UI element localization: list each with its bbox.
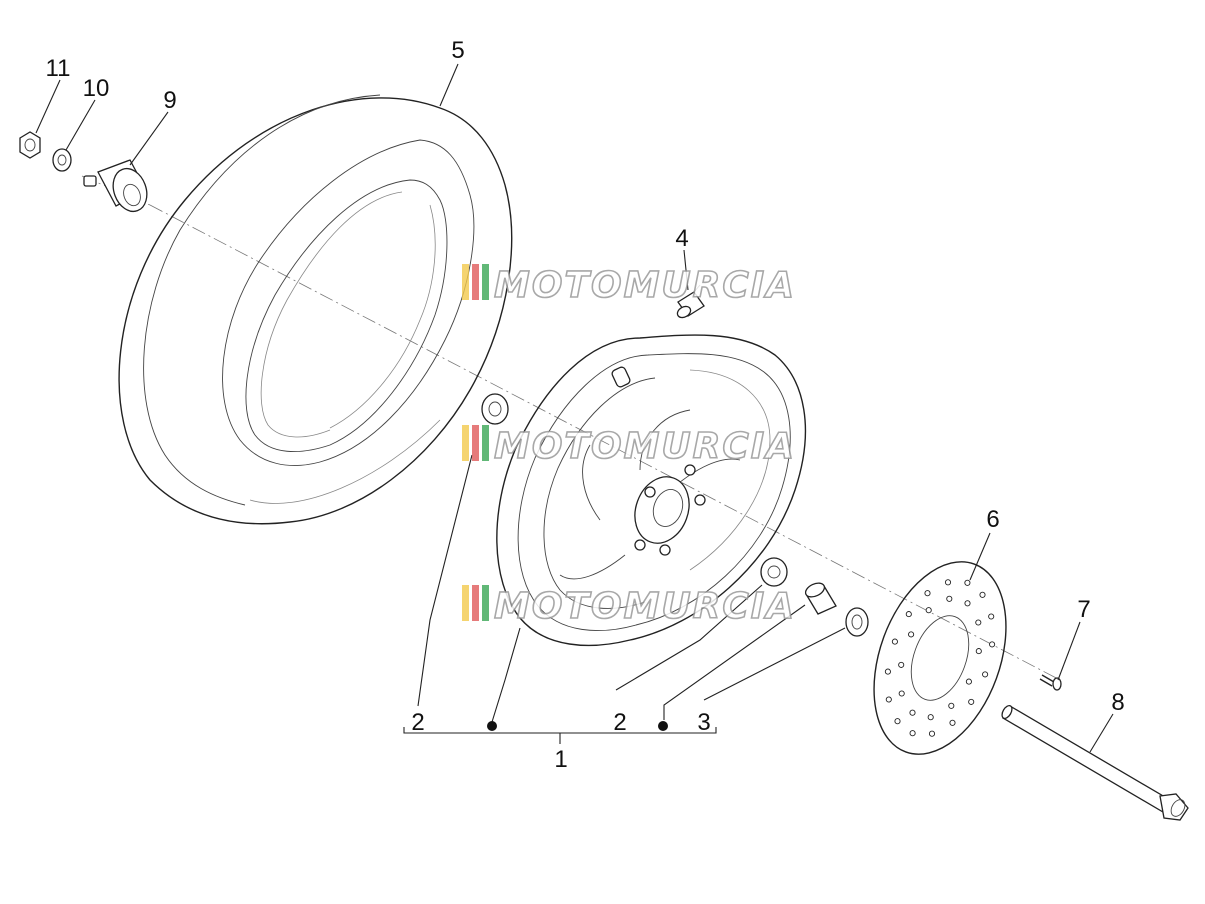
watermark-text: MOTOMURCIA [494,426,796,467]
disc-hole [925,607,932,614]
disc-hole [884,668,891,675]
axle-nut [19,131,41,159]
watermark-stripe-1 [462,425,469,461]
disc-hole [949,719,956,726]
bullet-dot-left [487,721,497,731]
disc-hole [908,631,915,638]
leader-lines [35,63,1114,753]
disc-hole [989,641,996,648]
callout-3: 3 [697,709,710,736]
wheel-axle [1001,704,1189,821]
callout-5: 5 [451,37,464,64]
seal-ring [845,607,869,637]
bearing-left [481,393,509,425]
disc-screw [1039,674,1062,691]
disc-hole [928,730,936,737]
watermark-stripe-1 [462,585,469,621]
disc-hole [927,714,934,721]
callout-9: 9 [163,87,176,114]
watermark-stripe-2 [472,425,479,461]
watermark-stripe-3 [482,585,489,621]
disc-hole [885,696,892,703]
watermark-stripe-2 [472,585,479,621]
watermark-top: MOTOMURCIA [462,264,796,307]
disc-hole [964,600,971,607]
callout-1: 1 [554,746,567,773]
watermark-stripe-3 [482,425,489,461]
callout-11: 11 [46,55,71,82]
disc-hole [894,718,901,725]
disc-hole [898,690,905,697]
callout-4: 4 [675,225,688,252]
disc-hole [964,579,971,586]
watermark-bottom: MOTOMURCIA [462,585,796,628]
disc-hole [891,638,898,645]
disc-holes [884,579,996,737]
disc-hole [975,619,982,626]
washer [52,148,72,172]
disc-hole [965,678,972,685]
watermark-stripe-2 [472,264,479,300]
disc-hole [982,671,989,678]
disc-hole [988,613,995,620]
callout-6: 6 [986,506,999,533]
disc-hole [946,595,953,602]
brake-disc [873,561,1007,755]
disc-hole [905,611,912,618]
callout-10: 10 [83,75,110,102]
disc-hole [979,591,986,598]
disc-hole [948,702,955,709]
tyre [118,94,513,525]
valve [676,284,705,319]
spacer [804,582,837,615]
callout-2-left: 2 [411,709,424,736]
disc-hole [924,590,931,597]
wheel-rim [496,334,807,647]
bullet-dot-right [658,721,668,731]
callout-7: 7 [1077,596,1090,623]
disc-hole [975,648,982,655]
callout-8: 8 [1111,689,1124,716]
disc-hole [909,709,916,716]
speedometer-drive [83,159,148,213]
callout-2-right: 2 [613,709,626,736]
watermark-text: MOTOMURCIA [494,265,796,306]
watermark-stripe-1 [462,264,469,300]
disc-hole [898,661,905,668]
bearing-right [760,557,788,587]
disc-hole [968,698,975,705]
watermark-middle: MOTOMURCIA [462,425,796,468]
disc-hole [944,579,952,586]
disc-hole [909,730,916,737]
watermark-stripe-3 [482,264,489,300]
watermark-text: MOTOMURCIA [494,586,796,627]
